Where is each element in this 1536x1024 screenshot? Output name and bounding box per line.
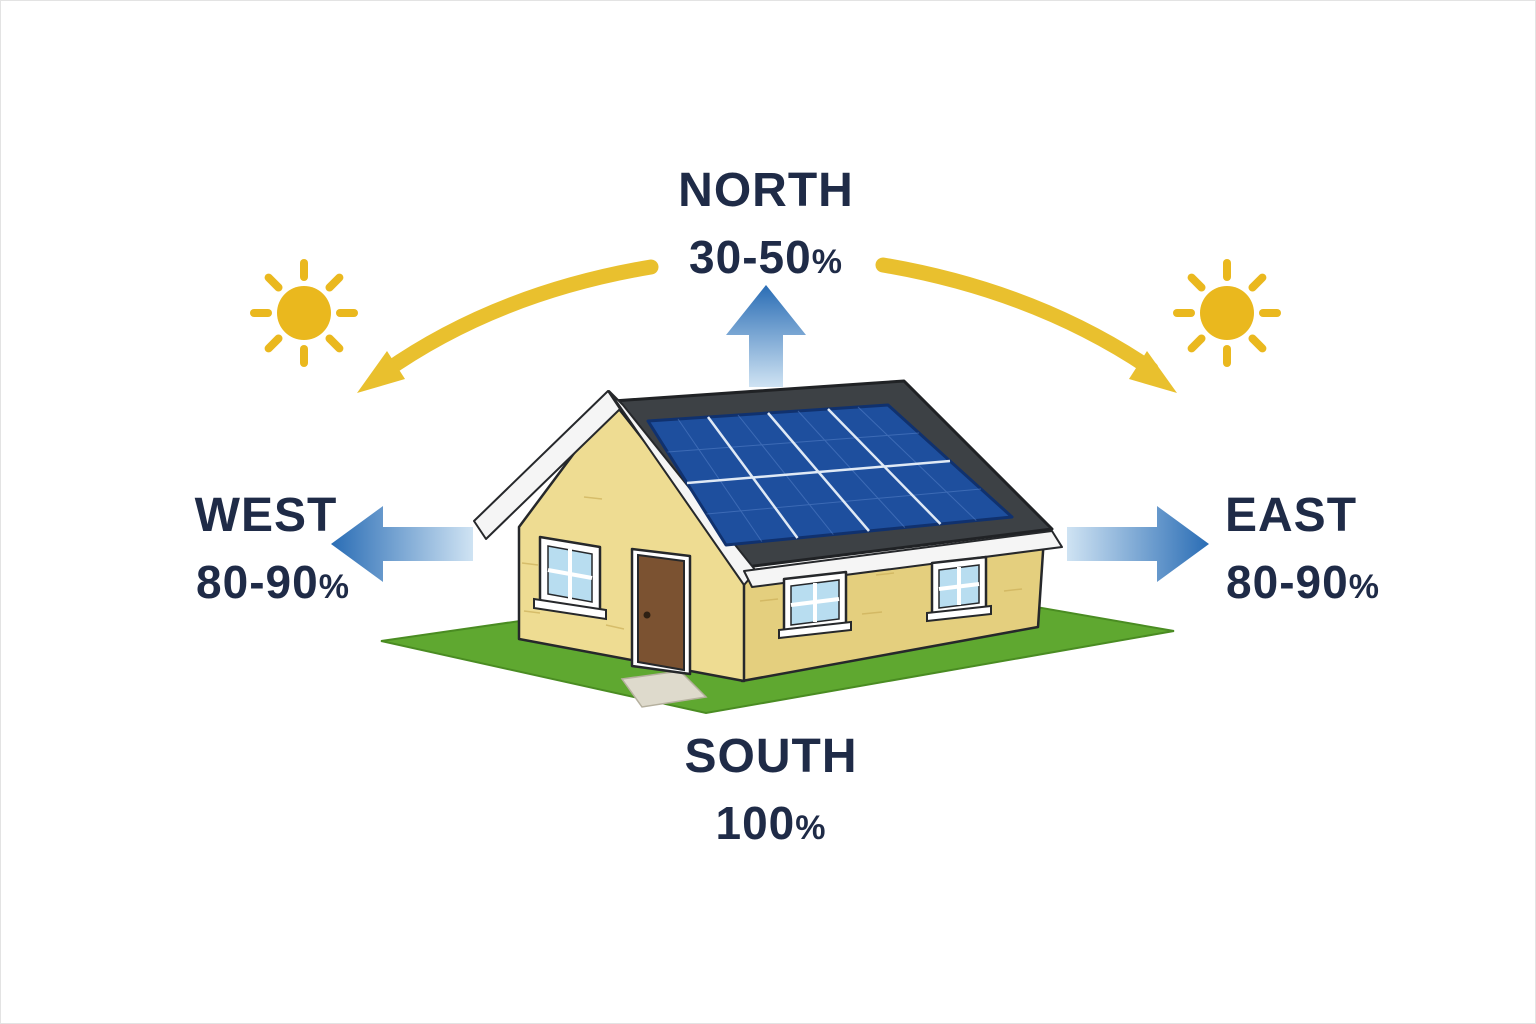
east-label: EAST: [1224, 489, 1358, 542]
roof-trim: [473, 390, 1063, 588]
south-value-number: 100: [715, 797, 796, 849]
sun-path-arc-icon: [375, 257, 1159, 381]
west-label: WEST: [194, 489, 338, 542]
north-value-unit: %: [811, 243, 843, 281]
house-with-solar-panels: [380, 379, 1175, 715]
sun-icon: [250, 259, 358, 367]
east-value-number: 80-90: [1226, 556, 1349, 608]
brick-texture: [521, 496, 1023, 630]
sun-path-arrowheads: [357, 351, 1177, 393]
door-knob: [643, 611, 651, 619]
west-value: 80-90%: [196, 559, 350, 605]
arrow-left-icon: [331, 506, 473, 582]
side-window-right: [926, 555, 992, 623]
front-window: [533, 535, 607, 621]
north-value: 30-50%: [689, 234, 843, 280]
door-path: [620, 670, 708, 708]
south-value-unit: %: [795, 809, 827, 847]
side-window-left: [778, 570, 852, 640]
north-value-number: 30-50: [689, 231, 812, 283]
west-value-number: 80-90: [196, 556, 319, 608]
arrow-right-icon: [1067, 506, 1209, 582]
north-label: NORTH: [678, 164, 854, 217]
sun-icon: [1173, 259, 1281, 367]
south-label: SOUTH: [684, 730, 858, 783]
arrow-up-icon: [726, 285, 806, 387]
east-value: 80-90%: [1226, 559, 1380, 605]
front-door: [630, 547, 692, 676]
south-value: 100%: [716, 800, 827, 846]
west-value-unit: %: [318, 568, 350, 606]
solar-panel-array: [646, 403, 1014, 547]
east-value-unit: %: [1348, 568, 1380, 606]
